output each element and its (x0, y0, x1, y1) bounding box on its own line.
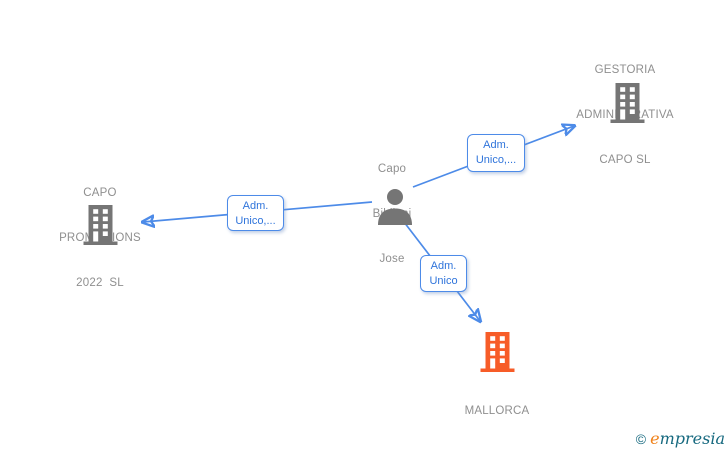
company-name: MALLORCA DREAM 2023 SL (464, 405, 530, 417)
node-person-capo-bibiloni-jose[interactable]: Capo Bibiloni Jose (332, 132, 452, 265)
company-name: CAPO PROMOCIONS 2022 SL (59, 187, 141, 289)
building-icon (480, 332, 515, 372)
copyright-icon: © (635, 431, 647, 447)
empresia-wordmark: empresia (650, 429, 725, 448)
edge-label-adm-unico-mallorca-dream[interactable]: Adm. Unico (420, 255, 467, 292)
empresia-logo[interactable]: © empresia (636, 430, 725, 448)
building-icon (610, 83, 645, 123)
edge-label-adm-unico-gestoria[interactable]: Adm. Unico,... (467, 134, 525, 172)
node-mallorca-dream-2023-sl[interactable]: MALLORCA DREAM 2023 SL (417, 332, 577, 420)
node-capo-promocions-2022-sl[interactable]: CAPO PROMOCIONS 2022 SL (20, 156, 180, 289)
node-gestoria-administrativa-capo-sl[interactable]: GESTORIA ADMINISTRATIVA CAPO SL (545, 33, 705, 166)
building-icon (83, 205, 118, 245)
person-icon (378, 189, 412, 225)
edge-label-adm-unico-capo-promocions[interactable]: Adm. Unico,... (227, 195, 284, 231)
